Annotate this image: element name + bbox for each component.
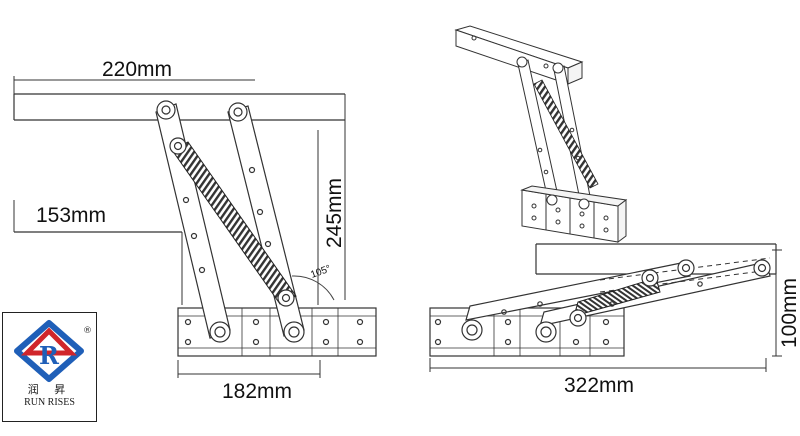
logo-letter: R [39,341,60,370]
dim-angle: 105° [309,263,332,280]
dim-base-width: 182mm [222,380,292,403]
logo-emblem-icon: R ® [14,320,92,382]
logo-english-name: RUN RISES [24,397,75,408]
dim-top-width: 220mm [102,58,172,81]
upright-mechanism-drawing [13,76,377,378]
logo-chinese-name: 润 昇 [27,383,72,396]
closed-mechanism-drawing [429,243,782,372]
logo-registered: ® [83,326,92,336]
perspective-mechanism-sketch [454,25,628,243]
dim-height-left: 245mm [323,178,346,248]
dim-open-length: 322mm [564,374,634,397]
dim-inner-width: 153mm [36,204,106,227]
dim-closed-height: 100mm [778,278,800,348]
brand-logo: R ® 润 昇 RUN RISES [2,312,97,422]
